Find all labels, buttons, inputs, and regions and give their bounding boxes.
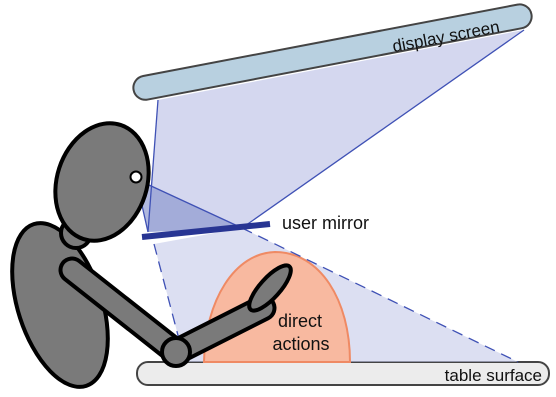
figure-eye — [129, 170, 143, 184]
direct-actions-label-line2: actions — [272, 334, 329, 354]
user-mirror-label: user mirror — [282, 213, 369, 233]
ray-reflected-left — [153, 243, 186, 363]
screen-view-frustum — [148, 30, 524, 232]
figure-hand — [247, 263, 293, 313]
table-surface-label: table surface — [445, 366, 542, 385]
ray-screen-right — [241, 29, 525, 229]
figure-upper-arm — [62, 260, 186, 362]
user-mirror — [141, 221, 271, 240]
figure-forearm — [166, 298, 273, 362]
ray-screen-left — [147, 99, 159, 233]
eye-sight-cone — [136, 179, 242, 232]
user-figure — [10, 121, 293, 389]
figure-elbow — [160, 336, 192, 368]
ray-reflected-right — [241, 227, 519, 363]
figure-head — [53, 121, 151, 243]
ray-eye-top — [135, 178, 243, 229]
direct-actions-label-line1: direct — [278, 311, 322, 331]
